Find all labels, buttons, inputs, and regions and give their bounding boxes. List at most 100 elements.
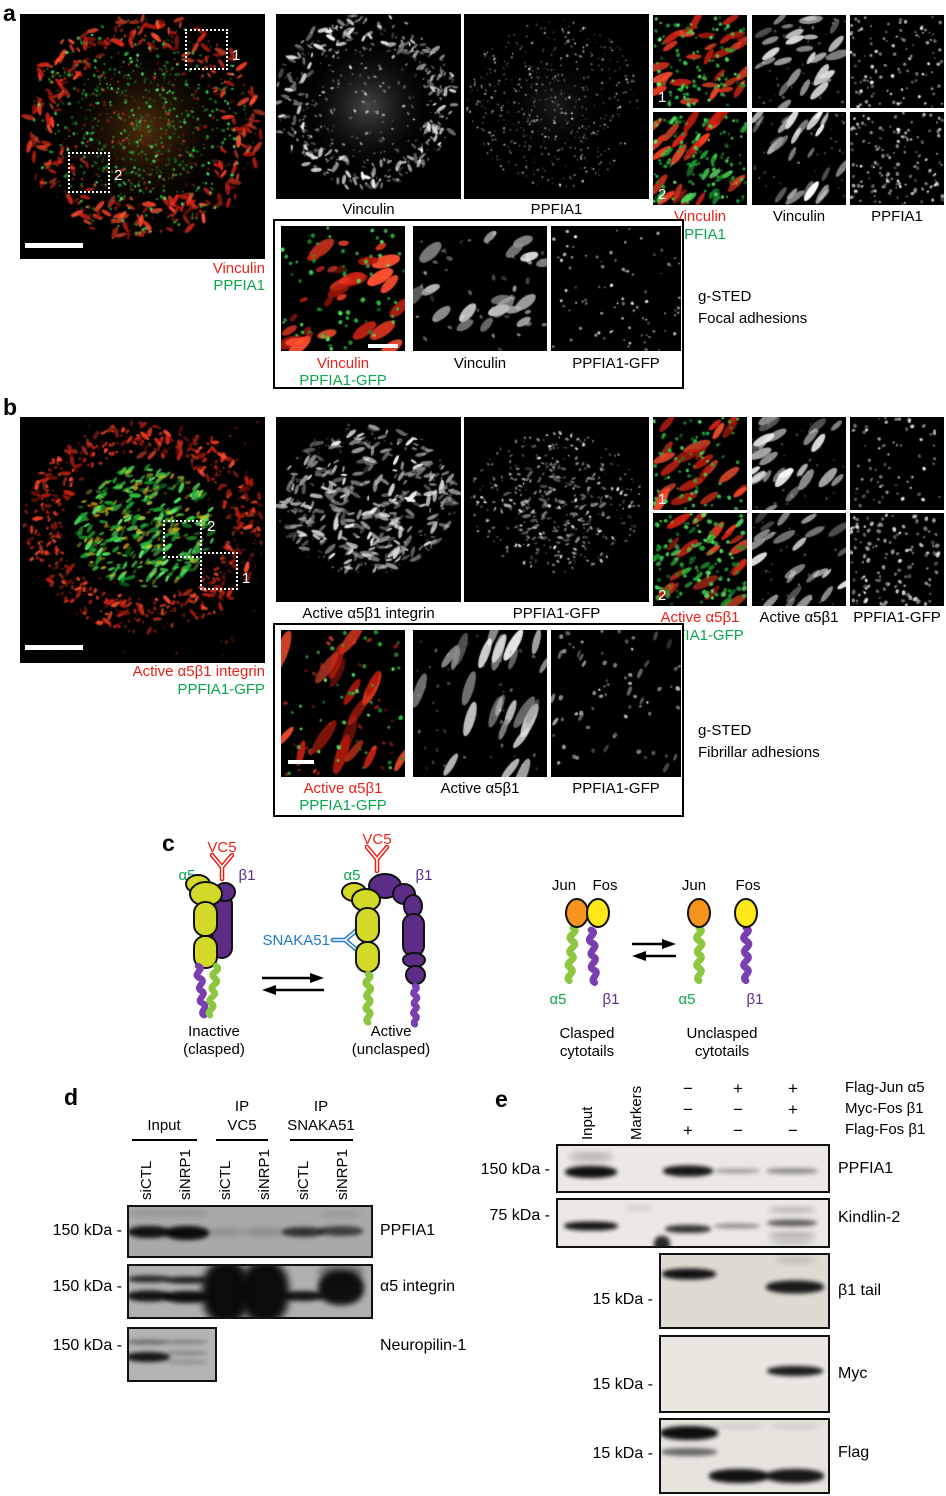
mw-marker: 15 kDa - bbox=[592, 1376, 653, 1393]
roi-box bbox=[163, 520, 202, 558]
condition-sign: − bbox=[683, 1100, 693, 1119]
scale-bar bbox=[25, 645, 83, 650]
unclasped-label-line1: Unclasped bbox=[687, 1025, 758, 1042]
lane-label: siCTL bbox=[138, 1160, 155, 1200]
scale-bar bbox=[25, 243, 83, 248]
blot-label: Flag bbox=[838, 1444, 870, 1461]
clasped-label-line2: cytotails bbox=[560, 1043, 614, 1060]
roi-box bbox=[185, 29, 228, 70]
mw-marker: 15 kDa - bbox=[592, 1445, 653, 1462]
gray-label: Active α5β1 integrin bbox=[302, 605, 435, 622]
group-header: Input bbox=[147, 1117, 181, 1134]
jun-label: Jun bbox=[552, 877, 576, 894]
roi-number: 1 bbox=[242, 570, 251, 587]
blot-label: Myc bbox=[838, 1365, 868, 1382]
alpha5-label: α5 bbox=[549, 991, 566, 1008]
panel-b-inset1-merge bbox=[653, 417, 747, 510]
active-label-line1: Active bbox=[371, 1023, 412, 1040]
blot-label: Neuropilin-1 bbox=[380, 1337, 467, 1354]
panel-b-inset2-gray1 bbox=[752, 513, 846, 606]
panel-b-sted-merge bbox=[281, 630, 405, 777]
lane-label: siNRP1 bbox=[177, 1149, 194, 1200]
clasped-label-line1: Clasped bbox=[559, 1025, 614, 1042]
condition-label: Flag-Jun α5 bbox=[845, 1079, 925, 1096]
blot-e-flag bbox=[659, 1418, 830, 1494]
blot-d-ppfia1 bbox=[127, 1205, 373, 1258]
mw-marker: 150 kDa - bbox=[52, 1337, 122, 1354]
inset-label-red: Vinculin bbox=[673, 208, 727, 225]
inset-label: Vinculin bbox=[772, 208, 826, 225]
group-header: IP bbox=[313, 1098, 329, 1115]
lane-label: Input bbox=[579, 1106, 596, 1140]
panel-a-gray-vinculin-image bbox=[276, 14, 461, 199]
vc5-label: VC5 bbox=[362, 832, 391, 848]
alpha5-label: α5 bbox=[343, 867, 360, 884]
condition-label: Myc-Fos β1 bbox=[845, 1100, 924, 1117]
alpha5-cytotail bbox=[366, 974, 371, 1022]
group-header: SNAKA51 bbox=[287, 1117, 355, 1134]
sted-label: Active α5β1 bbox=[440, 780, 520, 797]
vc5-label: VC5 bbox=[207, 839, 236, 856]
roi-box bbox=[200, 552, 238, 590]
beta1-cytotail bbox=[196, 966, 207, 1016]
blot-e-kindlin2 bbox=[556, 1198, 830, 1248]
blot-label: Kindlin-2 bbox=[838, 1209, 901, 1226]
beta1-cytotail bbox=[413, 986, 417, 1024]
panel-a-inset2-gray2 bbox=[850, 112, 944, 205]
inset-label: Active α5β1 bbox=[759, 609, 839, 626]
panel-a-inset2-merge bbox=[653, 112, 747, 205]
active-label-line2: (unclasped) bbox=[352, 1041, 430, 1058]
snaka51-label: SNAKA51 bbox=[262, 932, 330, 949]
vc5-antibody-icon-inner bbox=[211, 854, 233, 880]
mw-marker: 150 kDa - bbox=[52, 1278, 122, 1295]
condition-sign: − bbox=[788, 1121, 798, 1140]
inactive-label-line2: (clasped) bbox=[183, 1041, 245, 1058]
panel-b-sted-gray1 bbox=[413, 630, 547, 777]
condition-sign: + bbox=[683, 1121, 693, 1140]
snaka51-antibody-icon-inner bbox=[332, 929, 358, 951]
panel-b-inset2-gray2 bbox=[850, 513, 944, 606]
condition-sign: + bbox=[733, 1079, 743, 1098]
sted-label-green: PPFIA1-GFP bbox=[299, 797, 387, 814]
inset-label-green: PPFIA1 bbox=[674, 226, 726, 243]
fos-label: Fos bbox=[735, 877, 760, 894]
panel-b-letter: b bbox=[3, 394, 18, 420]
alpha5-cytotail bbox=[567, 928, 576, 981]
blot-e-ppfia1 bbox=[556, 1144, 830, 1193]
panel-b-gray-gfp-image bbox=[464, 417, 649, 602]
roi-number: 2 bbox=[114, 167, 123, 184]
panel-b-inset1-gray2 bbox=[850, 417, 944, 510]
jun-label: Jun bbox=[682, 877, 706, 894]
lane-label: siNRP1 bbox=[334, 1149, 351, 1200]
condition-label: Flag-Fos β1 bbox=[845, 1121, 926, 1138]
mw-marker: 150 kDa - bbox=[480, 1161, 550, 1178]
unclasped-label-line2: cytotails bbox=[695, 1043, 749, 1060]
inset-label-red: Active α5β1 bbox=[660, 609, 740, 626]
roi-number: 2 bbox=[207, 518, 216, 535]
inset-number: 1 bbox=[658, 491, 667, 508]
condition-sign: + bbox=[788, 1100, 798, 1119]
panel-a-sted-gray1 bbox=[413, 226, 547, 351]
sted-caption-line1: g-STED bbox=[698, 722, 752, 739]
lane-label: siNRP1 bbox=[256, 1149, 273, 1200]
sted-label: PPFIA1-GFP bbox=[572, 780, 660, 797]
beta1-cytotail bbox=[589, 930, 598, 983]
inset-number: 2 bbox=[658, 186, 667, 203]
sted-caption-line2: Focal adhesions bbox=[698, 310, 808, 327]
gray-label: PPFIA1-GFP bbox=[512, 605, 601, 622]
lane-label: siCTL bbox=[295, 1160, 312, 1200]
panel-b-inset1-gray1 bbox=[752, 417, 846, 510]
sted-caption-line2: Fibrillar adhesions bbox=[698, 744, 820, 761]
merge-label-green: PPFIA1-GFP bbox=[177, 681, 265, 698]
blot-e-beta1-tail bbox=[659, 1253, 830, 1329]
merge-label-red: Vinculin bbox=[212, 260, 265, 277]
inset-number: 1 bbox=[658, 89, 667, 106]
beta1-label: β1 bbox=[416, 867, 433, 884]
mw-marker: 150 kDa - bbox=[52, 1222, 122, 1239]
sted-label-red: Vinculin bbox=[316, 355, 370, 372]
roi-number: 1 bbox=[232, 47, 241, 64]
group-header: IP bbox=[234, 1098, 250, 1115]
panel-e-letter: e bbox=[495, 1086, 508, 1112]
sted-label: PPFIA1-GFP bbox=[572, 355, 660, 372]
merge-label-red: Active α5β1 integrin bbox=[132, 663, 265, 680]
